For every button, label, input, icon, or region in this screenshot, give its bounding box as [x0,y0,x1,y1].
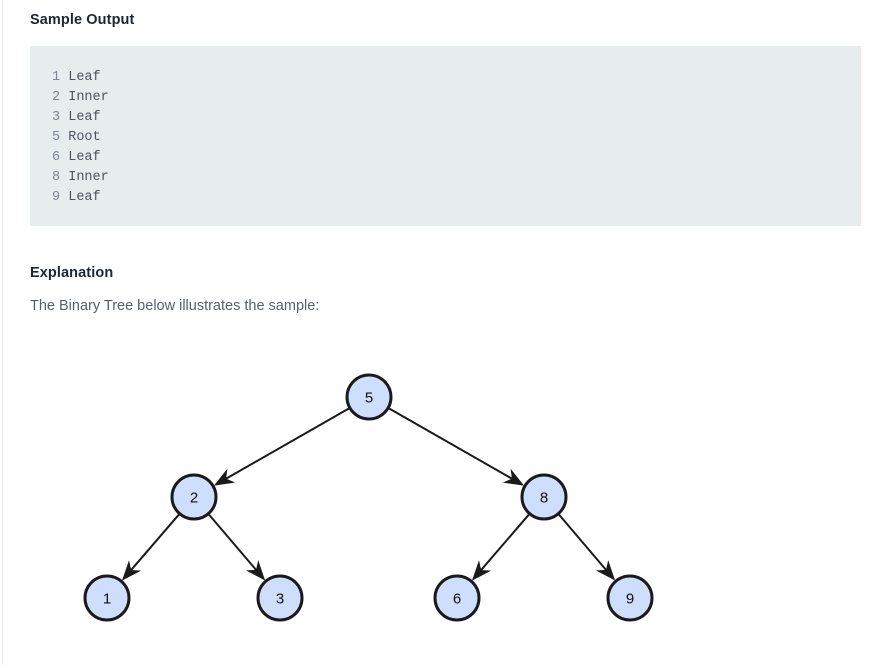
tree-node-circle[interactable] [433,574,481,622]
tree-node-circle[interactable] [83,574,131,622]
code-line-text: Leaf [68,190,101,205]
code-line: 1 Leaf [52,68,861,88]
code-line-text: Leaf [68,110,101,125]
tree-edge [208,513,266,581]
code-line: 5 Root [52,128,861,148]
page-title-sample-output: Sample Output [30,12,135,28]
code-line-number: 9 [52,190,61,205]
tree-node-circle[interactable] [345,373,393,421]
code-line: 6 Leaf [52,148,861,168]
code-line-number: 5 [52,130,61,145]
tree-edges [122,407,616,581]
binary-tree-diagram: 5 2 8 1 3 6 9 [0,340,891,660]
tree-node[interactable]: 3 [256,574,304,622]
tree-node[interactable]: 9 [606,574,654,622]
tree-edge [472,513,530,581]
code-line-number: 2 [52,90,61,105]
code-line-text: Leaf [68,150,101,165]
tree-node-label: 2 [190,490,198,507]
tree-nodes: 5 2 8 1 3 6 9 [83,373,654,622]
tree-node[interactable]: 6 [433,574,481,622]
tree-node-circle[interactable] [256,574,304,622]
explanation-paragraph: The Binary Tree below illustrates the sa… [30,298,320,314]
tree-edge [558,513,616,581]
code-line-number: 6 [52,150,61,165]
tree-node-label: 1 [103,591,111,608]
tree-node-circle[interactable] [520,473,568,521]
tree-node-circle[interactable] [606,574,654,622]
tree-edge [213,407,350,486]
tree-node-label: 8 [540,490,548,507]
code-line-number: 3 [52,110,61,125]
binary-tree-svg: 5 2 8 1 3 6 9 [83,373,654,622]
page-title-explanation: Explanation [30,265,114,281]
tree-node[interactable]: 5 [345,373,393,421]
page-left-border [2,0,3,665]
tree-node-label: 6 [453,591,461,608]
tree-node[interactable]: 8 [520,473,568,521]
tree-edge [122,513,180,581]
tree-edge [388,407,525,486]
code-line: 2 Inner [52,88,861,108]
tree-node[interactable]: 1 [83,574,131,622]
code-line-text: Inner [68,90,109,105]
code-line: 3 Leaf [52,108,861,128]
code-line-text: Inner [68,170,109,185]
tree-node[interactable]: 2 [170,473,218,521]
tree-node-label: 3 [276,591,284,608]
code-line-number: 8 [52,170,61,185]
code-line: 9 Leaf [52,188,861,208]
tree-node-circle[interactable] [170,473,218,521]
tree-node-label: 5 [365,390,373,407]
code-line: 8 Inner [52,168,861,188]
code-line-number: 1 [52,70,61,85]
code-line-text: Leaf [68,70,101,85]
tree-node-label: 9 [626,591,634,608]
code-line-text: Root [68,130,101,145]
